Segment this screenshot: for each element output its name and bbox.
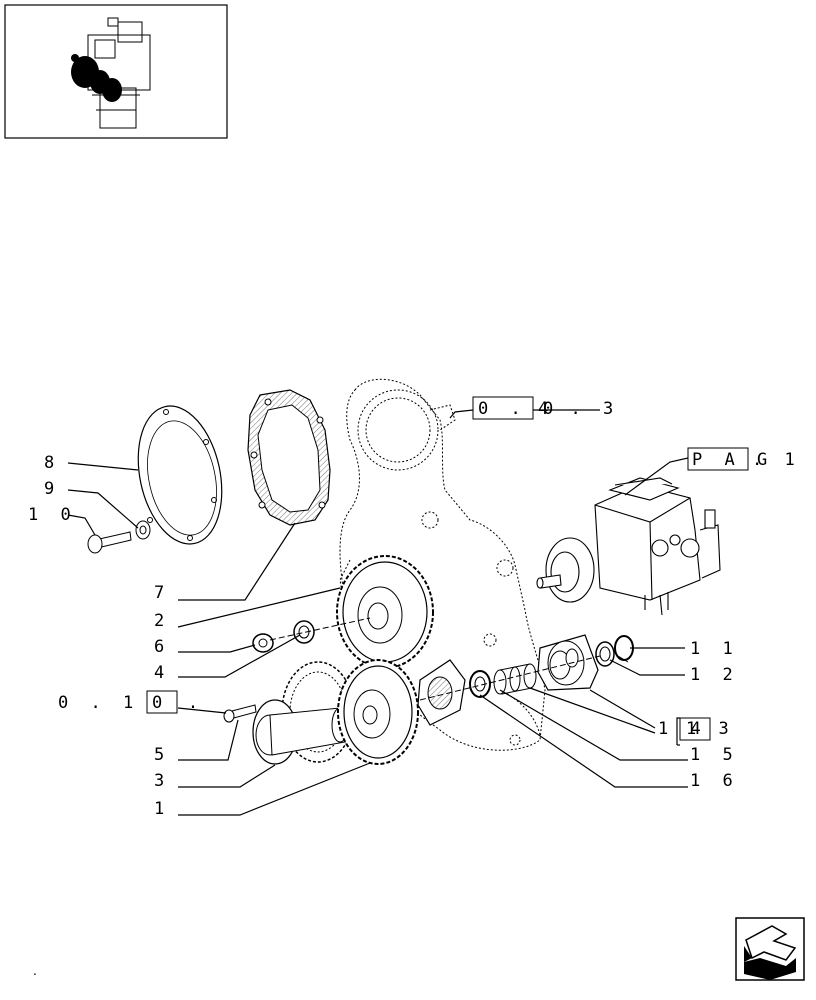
next-page-arrow-icon[interactable] — [735, 917, 805, 981]
callout-10: 1 0 — [28, 505, 77, 525]
bushing — [252, 633, 274, 653]
ref-top-tail: 4 . 3 — [538, 399, 619, 419]
screw — [223, 704, 257, 723]
callout-6: 6 — [154, 637, 170, 657]
callout-2: 2 — [154, 611, 170, 631]
ref-pag-tail: . 1 — [752, 450, 801, 470]
callout-15: 1 5 — [690, 745, 739, 765]
ref-left-head: 0 . 1 2 . — [58, 693, 204, 713]
coupling-sleeve — [493, 663, 537, 695]
bolt — [87, 531, 132, 554]
pump-flange-gasket — [417, 659, 466, 726]
ref-top-boxed: 0 . 0 — [478, 399, 559, 419]
seal-ring — [595, 641, 615, 667]
callout-11: 1 1 — [690, 639, 739, 659]
axis-line — [419, 655, 601, 701]
circlip — [614, 635, 634, 663]
callout-3: 3 — [154, 771, 170, 791]
leader-lines — [67, 409, 689, 816]
callout-13-box — [679, 717, 711, 741]
callout-16: 1 6 — [690, 771, 739, 791]
axis-line — [269, 617, 371, 641]
callout-14: 1 4 — [658, 719, 707, 739]
gasket — [247, 389, 331, 526]
ref-group-pag[interactable]: P A G . 1 — [687, 447, 801, 471]
callout-8: 8 — [44, 453, 60, 473]
ref-group-top[interactable]: 0 . 0 4 . 3 — [472, 396, 619, 420]
ref-pag-boxed: P A G — [692, 450, 773, 470]
injection-pump — [536, 477, 721, 616]
callout-5: 5 — [154, 745, 170, 765]
callout-12: 1 2 — [690, 665, 739, 685]
callout-1: 1 — [154, 799, 170, 819]
drive-gear — [337, 659, 419, 765]
gear-hub — [252, 699, 349, 765]
ref-group-left[interactable]: 0 . 1 2 . 0 — [58, 690, 204, 714]
callout-13: 1 3 — [686, 719, 735, 739]
washer — [135, 520, 151, 540]
bearing-housing — [537, 634, 599, 691]
callout-9: 9 — [44, 479, 60, 499]
o-ring — [469, 670, 491, 698]
callout-4: 4 — [154, 663, 170, 683]
engine-thumbnail-icon[interactable] — [4, 4, 228, 139]
spacer-ring — [293, 620, 315, 644]
callout-7: 7 — [154, 583, 170, 603]
idler-gear — [336, 555, 434, 669]
ref-left-boxed: 0 — [152, 693, 168, 713]
footer-mark: . — [33, 964, 37, 978]
cover-plate — [137, 405, 223, 545]
